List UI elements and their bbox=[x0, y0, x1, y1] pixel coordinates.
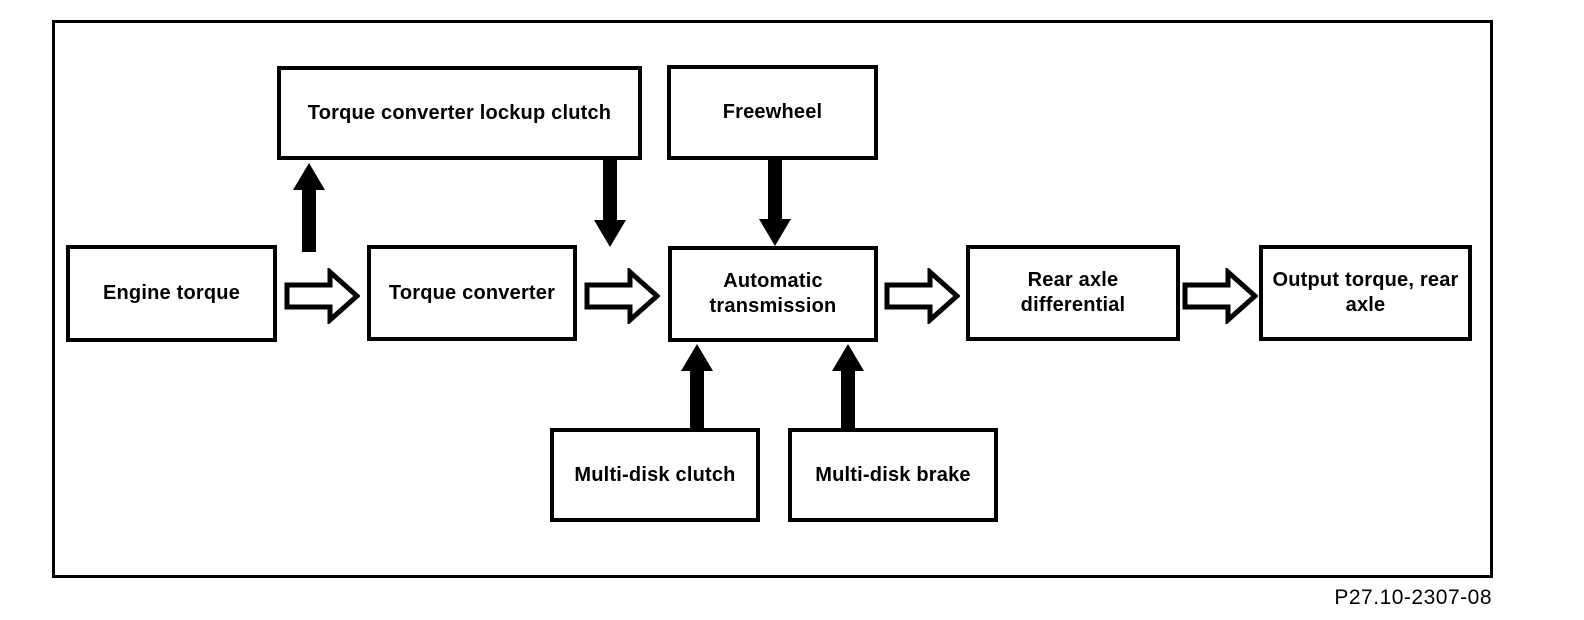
solid-arrow-freewheel-to-transmission-icon bbox=[759, 160, 791, 246]
node-label: Automatic transmission bbox=[709, 270, 837, 317]
hollow-arrow-transmission-to-differential-icon bbox=[884, 268, 960, 324]
solid-arrow-flow-to-lockup-clutch-icon bbox=[293, 163, 325, 252]
node-label: Engine torque bbox=[102, 282, 241, 304]
node-label: Multi-disk brake bbox=[815, 463, 971, 486]
node-torque-converter: Torque converter bbox=[367, 245, 577, 341]
solid-arrow-lockup-clutch-to-flow-icon bbox=[594, 160, 626, 247]
node-engine-torque: Engine torque bbox=[66, 245, 277, 342]
node-label: Rear axle differential bbox=[1020, 269, 1126, 316]
solid-arrow-multi-disk-clutch-to-transmission-icon bbox=[681, 344, 713, 428]
node-freewheel: Freewheel bbox=[667, 65, 878, 160]
node-label: Torque converter lockup clutch bbox=[307, 101, 612, 124]
node-rear-axle-differential: Rear axle differential bbox=[966, 245, 1180, 341]
hollow-arrow-differential-to-output-icon bbox=[1182, 268, 1258, 324]
node-output-torque-rear-axle: Output torque, rear axle bbox=[1259, 245, 1472, 341]
solid-arrow-multi-disk-brake-to-transmission-icon bbox=[832, 344, 864, 428]
hollow-arrow-engine-to-converter-icon bbox=[284, 268, 360, 324]
node-label: Freewheel bbox=[722, 101, 823, 123]
node-label: Output torque, rear axle bbox=[1272, 269, 1459, 316]
node-label: Torque converter bbox=[388, 281, 556, 304]
node-torque-converter-lockup-clutch: Torque converter lockup clutch bbox=[277, 66, 642, 160]
node-multi-disk-clutch: Multi-disk clutch bbox=[550, 428, 760, 522]
figure-code: P27.10-2307-08 bbox=[1334, 586, 1492, 609]
node-multi-disk-brake: Multi-disk brake bbox=[788, 428, 998, 522]
node-automatic-transmission: Automatic transmission bbox=[668, 246, 878, 342]
node-label: Multi-disk clutch bbox=[574, 463, 736, 486]
hollow-arrow-converter-to-transmission-icon bbox=[584, 268, 660, 324]
